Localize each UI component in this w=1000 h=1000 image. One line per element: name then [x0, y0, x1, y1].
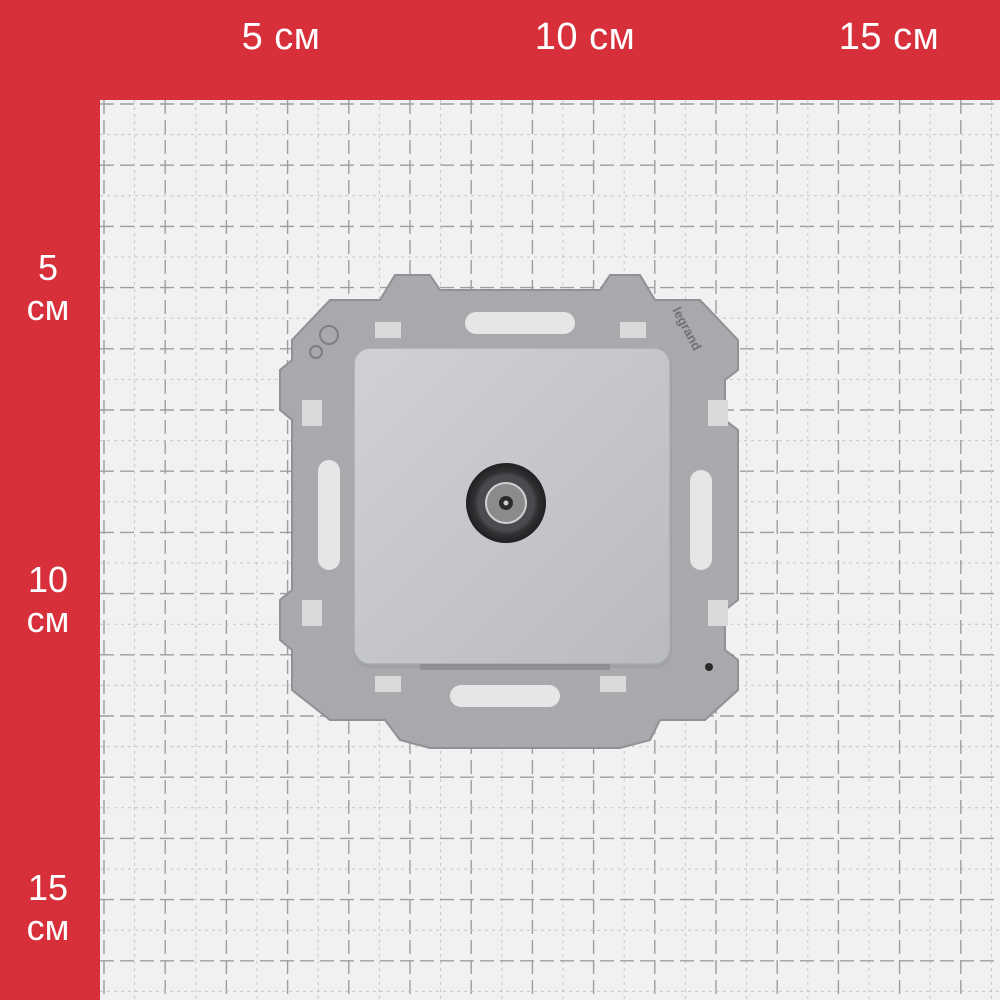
ruler-left-unit: см: [26, 599, 70, 640]
ruler-left-number: 15: [27, 867, 69, 908]
ruler-left-label-5: 5 см: [0, 248, 96, 328]
ruler-left-number: 5: [37, 247, 59, 288]
ruler-left-number: 10: [27, 559, 69, 600]
ruler-label-15cm: 15 см: [838, 16, 940, 58]
ruler-top: 5 см 10 см 15 см: [0, 0, 1000, 100]
frame-slot-right: [690, 470, 712, 570]
indicator-dot: [705, 663, 713, 671]
tv-coax-socket-icon: [466, 463, 546, 543]
ce-mark-icon: [309, 325, 339, 359]
ruler-left-unit: см: [26, 287, 70, 328]
frame-slot-left: [318, 460, 340, 570]
frame-slot-top: [465, 312, 575, 334]
ruler-label-10cm: 10 см: [534, 16, 636, 58]
ruler-left-label-10: 10 см: [0, 560, 96, 640]
ruler-left: 5 см 10 см 15 см: [0, 0, 100, 1000]
ruler-label-5cm: 5 см: [241, 16, 321, 58]
ruler-left-label-15: 15 см: [0, 868, 96, 948]
frame-slot-bottom: [450, 685, 560, 707]
ruler-left-unit: см: [26, 907, 70, 948]
